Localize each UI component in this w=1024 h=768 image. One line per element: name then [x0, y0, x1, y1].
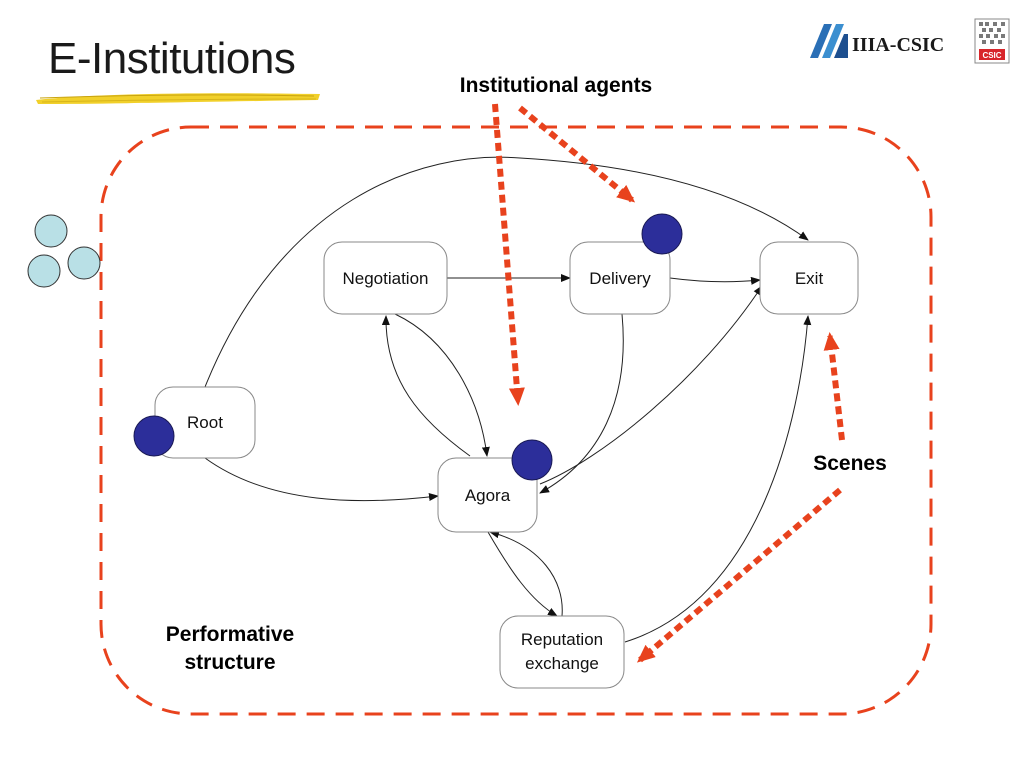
- scenes-label: Scenes: [813, 452, 887, 475]
- performative-structure-label-line1: Performative: [166, 623, 294, 646]
- node-negotiation-label: Negotiation: [342, 269, 428, 288]
- node-negotiation: Negotiation: [323, 241, 448, 315]
- callout-arrow-agents-to-agora: [492, 103, 525, 406]
- external-agent-circle-3: [67, 246, 101, 280]
- edge-delivery-exit: [669, 276, 761, 285]
- agent-delivery-circle: [641, 213, 683, 255]
- edge-negotiation-agora: [394, 313, 490, 457]
- logo-text: IIIA-CSIC: [852, 34, 945, 56]
- callout-arrow-scenes-to-exit: [823, 332, 845, 441]
- node-reputation-label-line1: Reputation: [521, 630, 603, 649]
- external-agent-circle-2: [27, 254, 61, 288]
- agent-agora-circle: [511, 439, 553, 481]
- iiia-logo-icon: [810, 24, 848, 58]
- callout-arrow-scenes-to-reputation: [636, 487, 842, 663]
- node-exit: Exit: [759, 241, 859, 315]
- edge-agora-exit: [539, 285, 763, 485]
- node-reputation-label-line2: exchange: [525, 654, 599, 673]
- csic-logo-icon: CSIC: [974, 18, 1010, 64]
- performative-structure-label-line2: structure: [184, 651, 275, 674]
- node-exit-label: Exit: [795, 269, 824, 288]
- node-root-label: Root: [187, 413, 223, 432]
- edge-reputation-exit: [624, 315, 812, 643]
- institutional-agents-label: Institutional agents: [460, 74, 653, 97]
- edge-agora-reputation: [487, 531, 558, 617]
- node-delivery: Delivery: [569, 241, 671, 315]
- external-agent-circle-1: [34, 214, 68, 248]
- callout-arrow-agents-to-delivery: [518, 105, 636, 203]
- performative-structure-boundary: [99, 125, 933, 716]
- node-agora: Agora: [437, 457, 538, 533]
- node-delivery-label: Delivery: [589, 269, 651, 288]
- title-underline: [36, 93, 320, 104]
- edge-root-exit: [204, 156, 809, 388]
- edge-delivery-agora: [539, 313, 624, 494]
- edge-agora-negotiation: [381, 315, 471, 457]
- node-reputation-exchange: Reputation exchange: [499, 615, 625, 689]
- edge-reputation-agora: [489, 530, 563, 617]
- csic-badge-text: CSIC: [982, 51, 1001, 60]
- node-agora-label: Agora: [465, 486, 511, 505]
- edge-root-agora: [204, 457, 439, 502]
- agent-root-circle: [133, 415, 175, 457]
- slide-title: E-Institutions: [48, 34, 296, 83]
